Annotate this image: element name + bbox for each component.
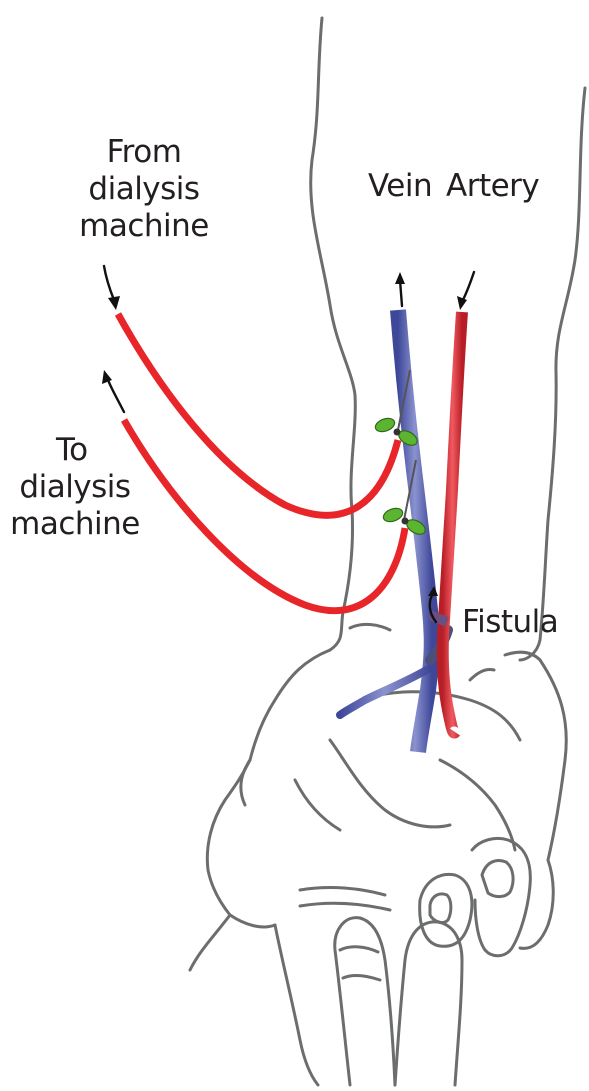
arrow-to-machine-icon (102, 370, 124, 412)
vein (340, 310, 448, 752)
to-machine-label: To dialysis machine (0, 432, 150, 543)
from-machine-line-1: From (64, 134, 224, 171)
artery-label: Artery (446, 168, 539, 205)
from-machine-line-2: dialysis (64, 171, 224, 208)
artery (443, 312, 462, 733)
arrow-artery-inflow-icon (457, 272, 474, 310)
tube-to-dialysis-machine (124, 420, 405, 611)
to-machine-line-3: machine (0, 506, 150, 543)
arrow-vein-outflow-icon (395, 272, 405, 306)
fistula-label: Fistula (462, 604, 558, 641)
vein-label: Vein (368, 168, 432, 205)
from-machine-label: From dialysis machine (64, 134, 224, 245)
to-machine-line-2: dialysis (0, 469, 150, 506)
arrow-from-machine-icon (104, 266, 120, 310)
to-machine-line-1: To (0, 432, 150, 469)
from-machine-line-3: machine (64, 208, 224, 245)
